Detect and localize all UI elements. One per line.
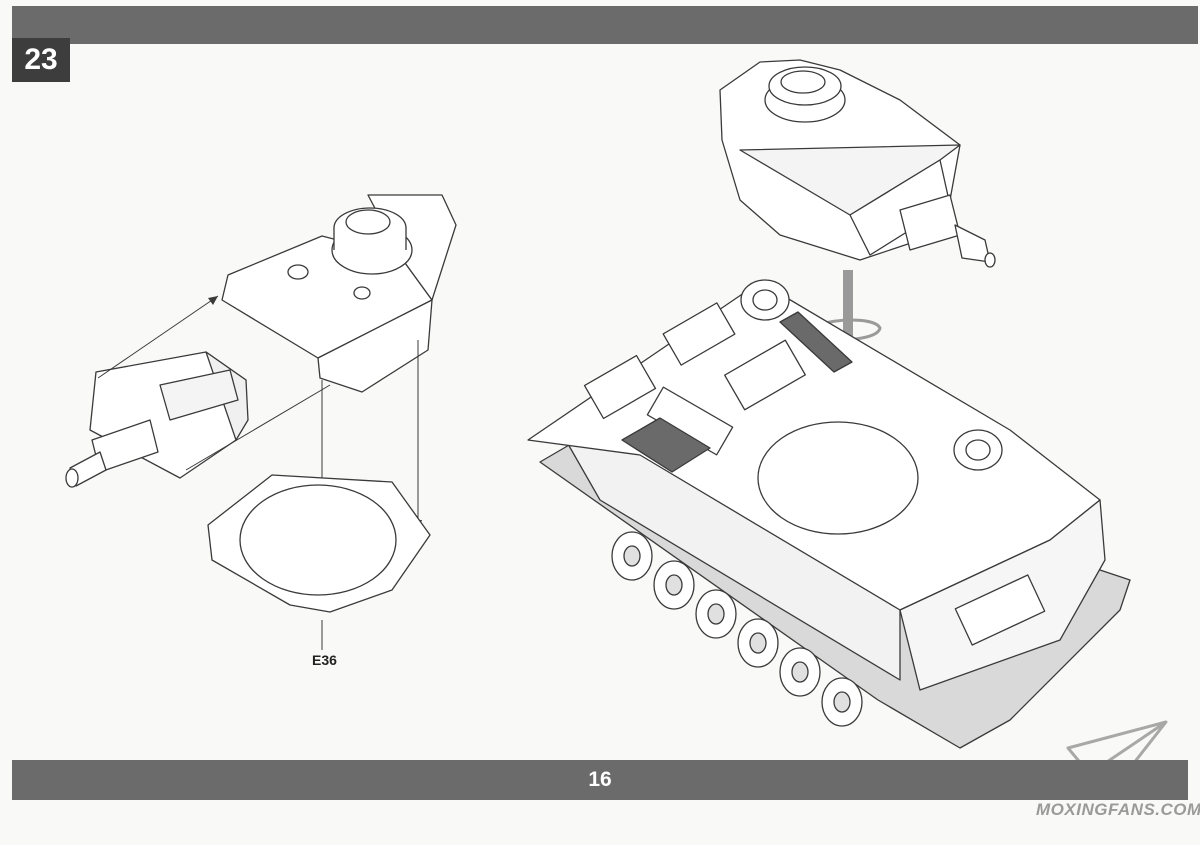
watermark-text: MOXINGFANS.COM (1036, 800, 1200, 819)
part-label-e36: E36 (312, 652, 337, 668)
turret-assembly-exploded (65, 194, 457, 488)
header-band (12, 6, 1198, 44)
tank-turret (719, 59, 996, 268)
step-number: 23 (12, 38, 70, 82)
page-number: 16 (588, 768, 612, 791)
footer-band: 16 (12, 760, 1188, 800)
turret-ring-part-e36 (207, 474, 431, 613)
tank-hull-with-tracks (527, 279, 1131, 749)
